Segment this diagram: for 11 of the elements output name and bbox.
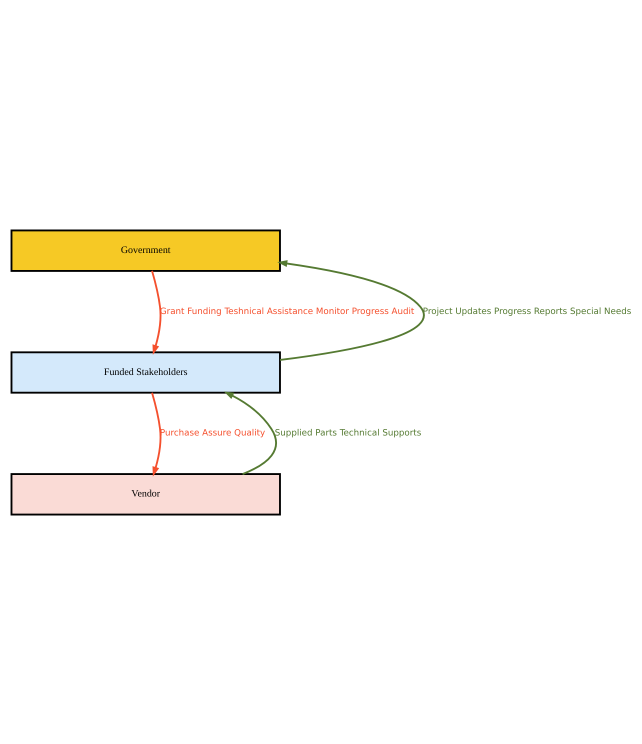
node-box: Government — [10, 229, 281, 272]
node-box: Vendor — [10, 472, 281, 515]
arrow — [277, 260, 424, 360]
edge-label: Supplied Parts Technical Supports — [274, 428, 422, 438]
node-box: Funded Stakeholders — [10, 350, 281, 394]
edge-label: Grant Funding Teshnical Assistance Monitor Progress Audit — [160, 306, 414, 316]
arrow — [224, 390, 277, 474]
arrow — [151, 392, 162, 476]
arrow — [151, 270, 162, 354]
edge-label: Purchase Assure Quality — [160, 428, 266, 438]
edge-label: Project Updates Progress Reports Special Needs — [422, 306, 632, 316]
